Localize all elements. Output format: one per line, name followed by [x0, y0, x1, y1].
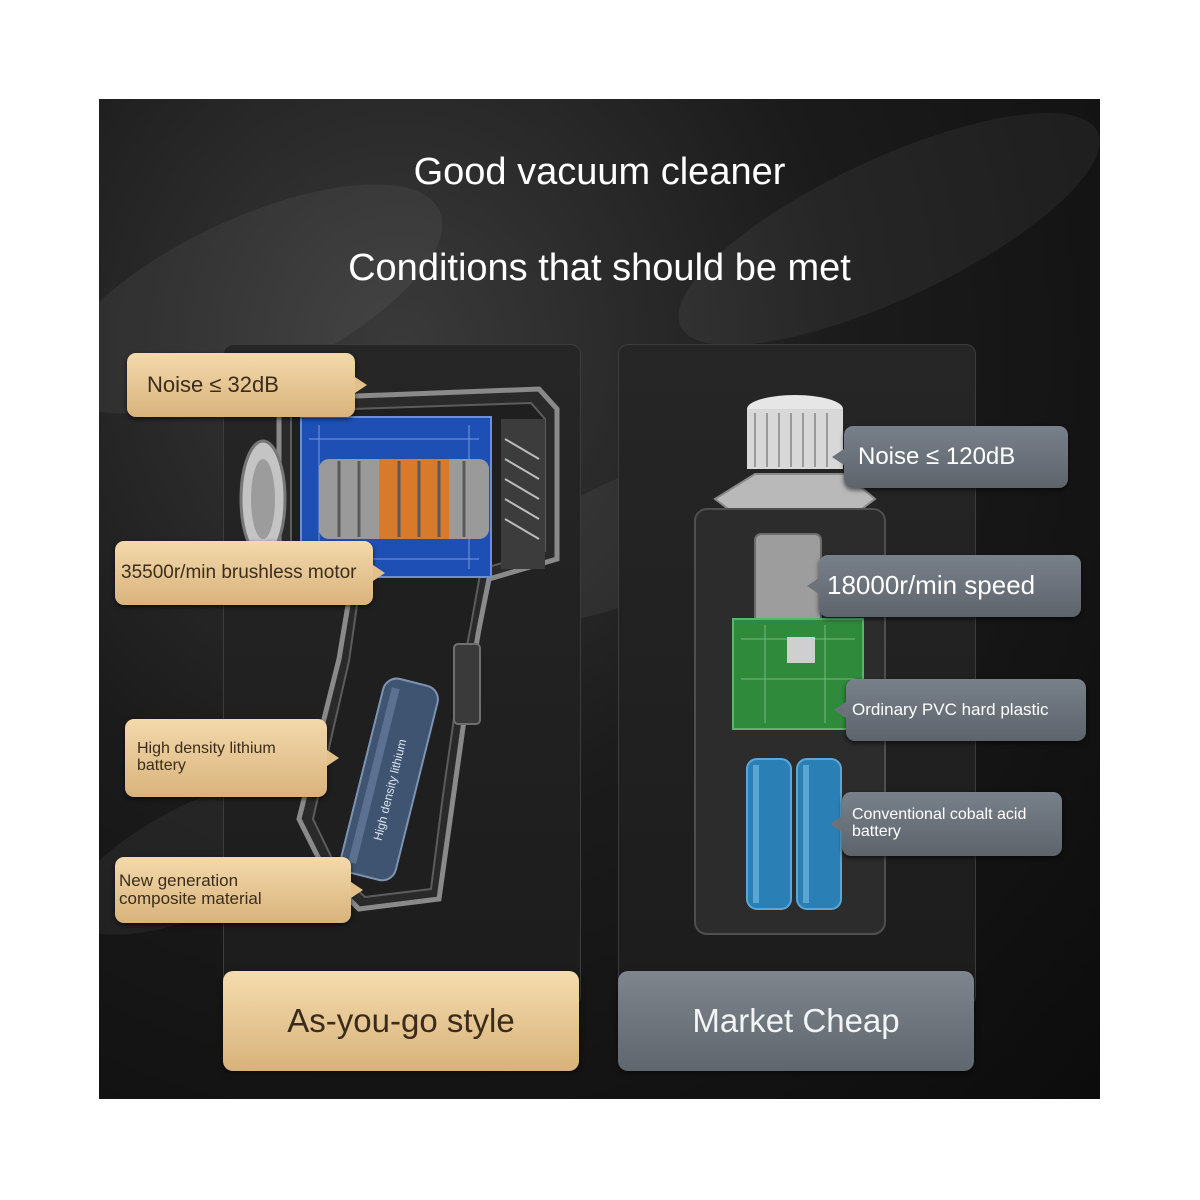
product-comparison-banner: Good vacuum cleaner Conditions that shou…	[99, 99, 1100, 1099]
label-brushless-motor: 35500r/min brushless motor	[115, 541, 385, 605]
headline-subtitle: Conditions that should be met	[348, 247, 851, 289]
premium-vacuum-illustration: High density lithium	[239, 386, 560, 912]
label-lithium-battery: High density lithium battery	[125, 719, 339, 797]
market-cheap-tile: Market Cheap	[618, 971, 974, 1071]
label-noise-32db: Noise ≤ 32dB	[127, 353, 367, 417]
headline-title: Good vacuum cleaner	[413, 151, 786, 193]
label-composite-material: New generation composite material	[115, 857, 363, 923]
label-noise-120db: Noise ≤ 120dB	[832, 426, 1068, 488]
label-18000-speed: 18000r/min speed	[807, 555, 1081, 617]
as-you-go-style-label: As-you-go style	[287, 1002, 515, 1039]
as-you-go-style-tile: As-you-go style	[223, 971, 579, 1071]
market-cheap-label: Market Cheap	[692, 1002, 900, 1039]
label-pvc-plastic: Ordinary PVC hard plastic	[834, 679, 1086, 741]
label-cobalt-battery: Conventional cobalt acid battery	[830, 792, 1062, 856]
